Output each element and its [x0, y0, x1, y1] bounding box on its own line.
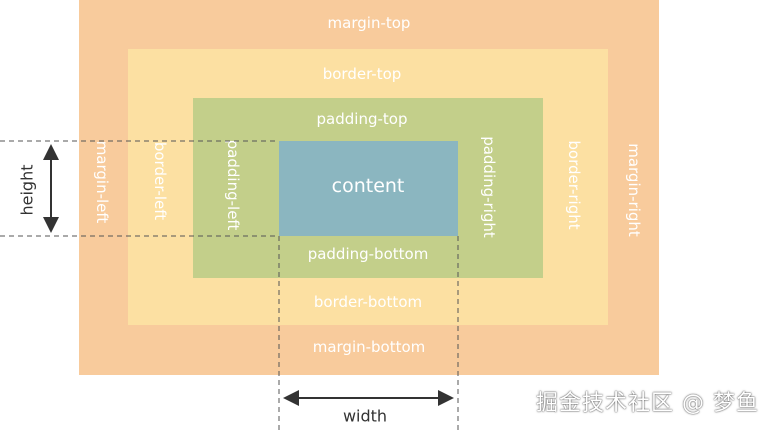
- padding-top-label: padding-top: [316, 110, 408, 128]
- margin-top-label: margin-top: [327, 14, 411, 32]
- height-label: height: [17, 164, 37, 216]
- content-label: content: [331, 175, 405, 197]
- border-bottom-label: border-bottom: [313, 293, 423, 311]
- padding-bottom-label: padding-bottom: [307, 245, 429, 263]
- content-area: [279, 141, 458, 236]
- watermark: 掘金技术社区 @ 梦鱼: [536, 391, 759, 416]
- margin-bottom-label: margin-bottom: [312, 338, 426, 356]
- border-top-label: border-top: [322, 65, 402, 83]
- width-label: width: [342, 406, 388, 426]
